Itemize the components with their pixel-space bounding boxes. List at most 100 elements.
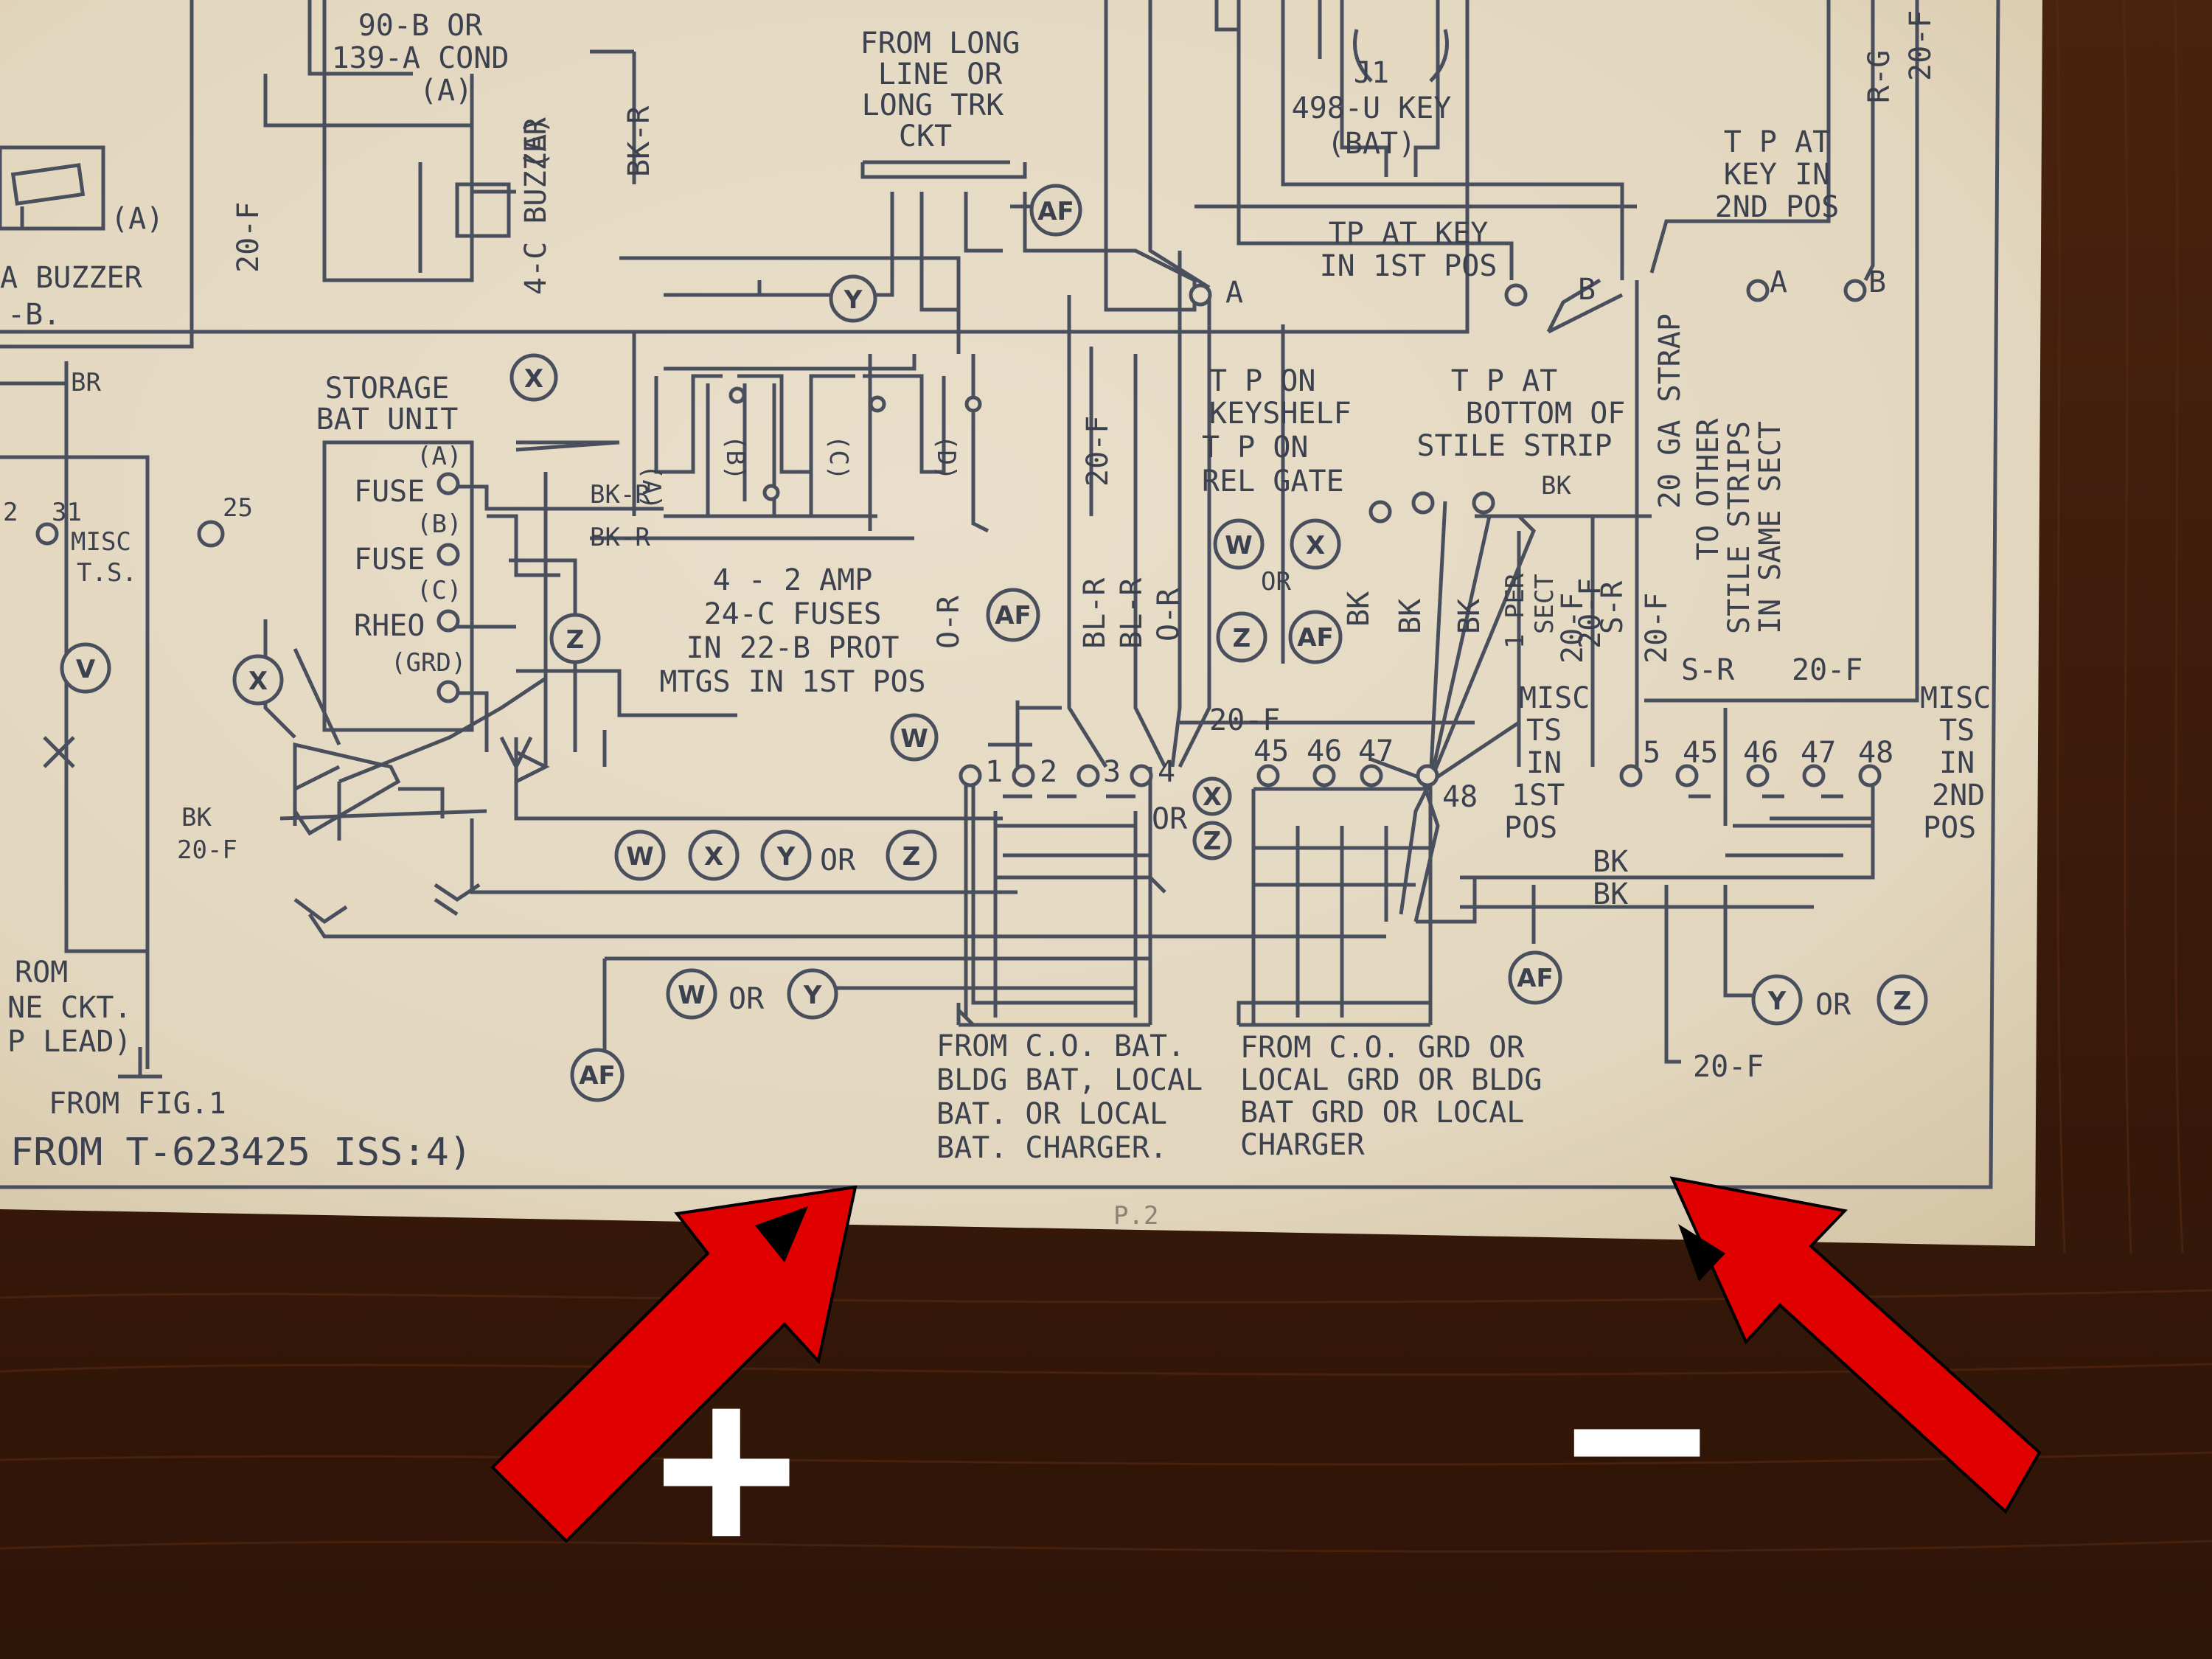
ring-z-row: Z xyxy=(886,830,937,881)
vcode-bk1: BK xyxy=(1342,591,1376,627)
num-25: 25 xyxy=(223,493,253,523)
svg-text:AF: AF xyxy=(579,1061,616,1091)
key-498u: 498-U KEY xyxy=(1292,91,1452,125)
num-2-left: 2 xyxy=(3,498,18,527)
svg-text:X: X xyxy=(524,364,543,394)
vcode-a: (A) xyxy=(636,465,666,509)
rg-20f-label: 20-F xyxy=(1904,10,1938,81)
twenty-f-v2: 20-F xyxy=(1556,593,1590,664)
term-r47: 47 xyxy=(1801,736,1836,770)
vcode-blr2: BL-R xyxy=(1115,577,1149,649)
ring-x-top: X xyxy=(509,353,558,402)
buzzer-a-label: (A) xyxy=(519,116,553,170)
drawing-reference: FROM T-623425 ISS:4) xyxy=(10,1130,472,1175)
misc-ts-2: T.S. xyxy=(77,558,137,588)
tp-bottom-2: BOTTOM OF xyxy=(1466,397,1626,431)
bk-bus-2: BK xyxy=(1593,877,1628,911)
twenty-f-h1: 20-F xyxy=(1209,703,1280,737)
stile-2: STILE STRIPS xyxy=(1722,421,1756,634)
term-47: 47 xyxy=(1358,734,1394,768)
a-buzzer-b: -B. xyxy=(7,298,60,332)
polarity-symbols: + − xyxy=(653,1300,1711,1610)
a-buzzer-label: A BUZZER xyxy=(0,261,143,295)
ring-x-left: X xyxy=(232,654,284,706)
svg-text:X: X xyxy=(704,842,723,872)
key2-a-label: A xyxy=(1770,265,1787,299)
storage-row-grd: (GRD) xyxy=(391,648,466,678)
storage-row-b: (B) xyxy=(417,509,462,539)
fuses-note-3: IN 22-B PROT xyxy=(686,631,900,665)
svg-text:W: W xyxy=(900,724,928,754)
key-b-label: B xyxy=(1578,273,1596,307)
key-j1: J1 xyxy=(1354,56,1389,90)
tp-key-2nd-3: 2ND POS xyxy=(1715,190,1840,224)
svg-text:Y: Y xyxy=(776,842,796,872)
misc-ts-num: 31 xyxy=(52,498,82,527)
term-3: 3 xyxy=(1103,755,1121,789)
vcode-bk2: BK xyxy=(1394,599,1427,634)
svg-text:X: X xyxy=(1306,531,1325,560)
ring-y-bottom: Y xyxy=(787,968,838,1020)
vcode-b: (B) xyxy=(720,435,750,480)
ring-af-lower-right: AF xyxy=(1508,950,1562,1005)
ring-w-bottom: W xyxy=(666,968,717,1020)
page-mark: P.2 xyxy=(1113,1201,1158,1231)
br-label: BR xyxy=(71,368,101,397)
top-labels: 90-B OR 139-A COND (A) 4-C BUZZER (A) BK… xyxy=(0,9,1938,634)
annotation-arrows xyxy=(490,1176,2042,1543)
storage-row-rheo: RHEO xyxy=(354,609,425,643)
bkr-label-1: BK-R xyxy=(590,480,650,509)
neg-source-1: FROM C.O. GRD OR xyxy=(1240,1031,1525,1065)
key-a-label: A xyxy=(1225,276,1243,310)
svg-text:Z: Z xyxy=(1203,827,1222,856)
term-46: 46 xyxy=(1307,734,1342,768)
misc-ts-1: MISC xyxy=(71,527,131,557)
svg-text:W: W xyxy=(1225,531,1253,560)
term-4: 4 xyxy=(1158,755,1175,789)
sr-label: S-R xyxy=(1681,653,1735,687)
term-r48: 48 xyxy=(1858,736,1893,770)
long-line-2: LINE OR xyxy=(878,58,1003,91)
ring-af-top: AF xyxy=(1029,184,1082,237)
tp-keyshelf-1: T P ON xyxy=(1209,364,1316,398)
tp-key-2nd-2: KEY IN xyxy=(1724,158,1831,192)
tp-key-1st-2: IN 1ST POS xyxy=(1320,249,1498,283)
wiring xyxy=(0,0,1919,1069)
vcode-or1: O-R xyxy=(932,595,966,649)
vcode-sr: S-R xyxy=(1596,580,1630,634)
svg-text:X: X xyxy=(1203,782,1222,812)
svg-text:AF: AF xyxy=(1037,197,1074,226)
ring-x-small: X xyxy=(1192,776,1232,816)
svg-text:W: W xyxy=(678,981,706,1010)
twenty-f-left-2: 20-F xyxy=(177,835,237,865)
pos-source-4: BAT. CHARGER. xyxy=(936,1131,1167,1165)
terminal-contacts xyxy=(35,279,1882,787)
from-fig1: FROM FIG.1 xyxy=(49,1087,226,1121)
twenty-f-v1: 20-F xyxy=(1081,416,1115,487)
storage-bat-unit: STORAGE BAT UNIT (A) FUSE (B) FUSE (C) R… xyxy=(316,372,467,678)
ring-af-bottom: AF xyxy=(570,1048,625,1102)
ring-v: V xyxy=(60,642,111,694)
tp-bottom-1: T P AT xyxy=(1451,364,1558,398)
or-small: OR xyxy=(1152,802,1188,836)
pos-source-1: FROM C.O. BAT. xyxy=(936,1029,1185,1063)
fuses-note-2: 24-C FUSES xyxy=(704,597,882,631)
rom-2: NE CKT. xyxy=(7,991,132,1025)
tp-bottom-3: STILE STRIP xyxy=(1417,429,1613,463)
svg-text:AF: AF xyxy=(995,601,1032,630)
or-lower-right: OR xyxy=(1815,988,1851,1022)
bk-right-label: BK xyxy=(1541,471,1571,501)
misc-1st-2: TS xyxy=(1526,714,1562,748)
ring-z-small: Z xyxy=(1192,821,1232,860)
ring-z-left: Z xyxy=(549,613,601,664)
tp-keyshelf-4: REL GATE xyxy=(1202,465,1344,498)
ring-z-right: Z xyxy=(1216,611,1267,663)
negative-arrow xyxy=(1669,1176,2042,1514)
cond-label-3: (A) xyxy=(420,74,473,108)
svg-text:Y: Y xyxy=(803,981,822,1010)
circled-references: X Y AF Z X V AF W W X Z AF X Z W X Y Z W… xyxy=(60,184,1928,1102)
neg-source-4: CHARGER xyxy=(1240,1128,1365,1162)
ring-z-lower-right: Z xyxy=(1877,974,1928,1026)
